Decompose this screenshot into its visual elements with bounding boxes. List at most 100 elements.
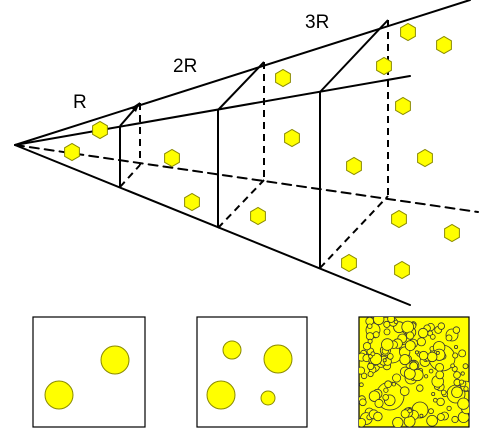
star: [383, 328, 391, 336]
star-icon: [184, 192, 200, 212]
star: [391, 382, 396, 387]
cone-far-edge: [14, 144, 479, 213]
star: [453, 371, 461, 379]
label-3r: 3R: [305, 12, 329, 33]
star: [387, 317, 395, 323]
star: [367, 338, 373, 344]
star: [423, 374, 429, 379]
cone-top-edge: [14, 0, 471, 146]
star: [417, 327, 429, 339]
star: [463, 386, 469, 392]
star: [401, 320, 415, 334]
star: [222, 340, 242, 360]
star: [459, 379, 465, 385]
label-2r: 2R: [173, 56, 197, 77]
star: [399, 386, 410, 397]
star: [383, 320, 391, 328]
star: [381, 338, 394, 351]
star: [206, 380, 236, 410]
star: [100, 345, 130, 375]
label-r: R: [73, 92, 87, 113]
star: [452, 326, 461, 334]
star: [263, 344, 293, 374]
star: [359, 398, 367, 407]
star: [437, 322, 445, 330]
star-icon: [436, 35, 452, 55]
star: [409, 361, 419, 371]
star-icon: [444, 223, 460, 243]
star: [260, 390, 276, 406]
star: [418, 350, 429, 361]
star: [44, 380, 74, 410]
panel-medium: [196, 316, 308, 428]
shell-3r: [319, 19, 389, 269]
dense-stars: [359, 317, 469, 427]
star: [373, 411, 383, 422]
star: [451, 415, 459, 424]
star: [445, 334, 453, 342]
star: [368, 390, 381, 402]
star: [436, 413, 445, 421]
star: [393, 319, 399, 325]
star: [435, 362, 445, 372]
star: [383, 387, 389, 393]
star: [458, 349, 467, 358]
star: [405, 331, 415, 340]
star: [453, 344, 458, 349]
star-icon: [417, 148, 433, 168]
star: [370, 351, 376, 357]
cone-bottom-edge: [14, 144, 411, 306]
star: [419, 413, 424, 418]
star: [372, 331, 380, 339]
star: [384, 380, 392, 389]
star: [428, 408, 434, 415]
star: [373, 317, 385, 325]
shell-2r-top: [217, 61, 265, 111]
star: [427, 351, 438, 363]
star: [436, 397, 445, 407]
star: [446, 405, 452, 411]
star: [428, 368, 434, 374]
panel-dense: [358, 316, 470, 428]
star: [440, 389, 447, 396]
star: [386, 353, 394, 360]
shell-r: [119, 102, 141, 188]
star: [359, 366, 365, 375]
star: [414, 350, 419, 355]
star: [403, 367, 416, 380]
star-icon: [391, 209, 407, 229]
shell-r-bottom: [119, 164, 141, 188]
star: [374, 398, 384, 408]
cone-stars: [64, 22, 460, 280]
star: [399, 354, 411, 366]
panel-sparse-frame: [32, 316, 146, 428]
panel-medium-frame: [196, 316, 308, 428]
star: [432, 397, 438, 403]
star-icon: [275, 68, 291, 88]
panel-sparse: [32, 316, 146, 428]
star-icon: [64, 142, 80, 162]
shell-3r-top: [319, 19, 389, 93]
star: [429, 334, 436, 340]
star-icon: [164, 148, 180, 168]
star-icon: [92, 120, 108, 140]
star-icon: [394, 260, 410, 280]
star: [435, 350, 440, 355]
star: [367, 371, 374, 378]
star: [457, 397, 469, 410]
star: [416, 337, 426, 347]
shell-2r: [217, 61, 265, 229]
star: [451, 386, 463, 399]
arrowhead-r: [131, 102, 140, 112]
star: [400, 409, 410, 419]
star: [392, 417, 404, 427]
star-icon: [376, 56, 392, 76]
star: [382, 394, 390, 401]
star-icon: [346, 156, 362, 176]
star-icon: [250, 206, 266, 226]
star: [367, 362, 375, 370]
star: [450, 363, 455, 369]
cone-middle-edge: [14, 75, 411, 146]
